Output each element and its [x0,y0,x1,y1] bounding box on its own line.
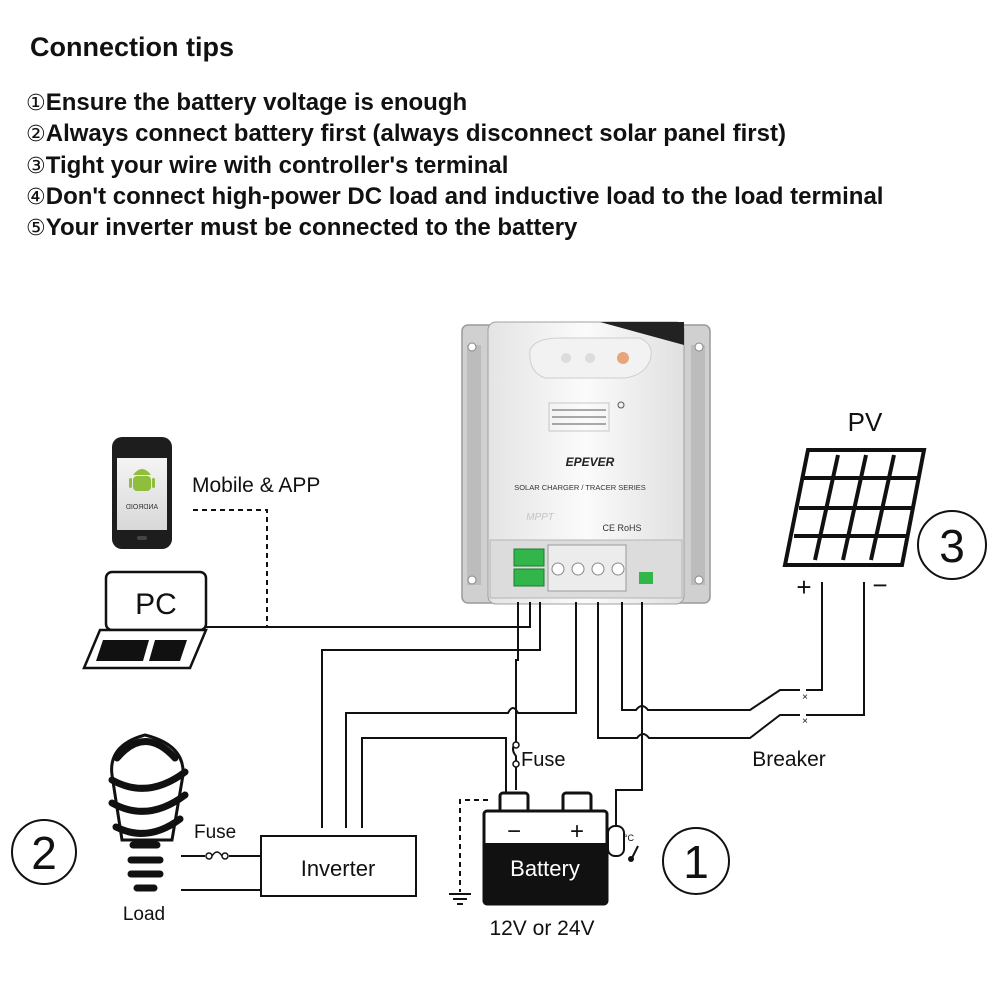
android-wordmark: ANDROID [126,504,158,511]
load-fuse-icon [205,851,229,860]
battery-voltage-label: 12V or 24V [489,917,594,940]
step-marker-1 [662,827,730,895]
step-marker-2 [11,819,77,885]
tip-number: ⑤ [26,216,46,242]
breaker-label: Breaker [752,748,826,771]
inverter-box [260,835,417,897]
tip-item: ④Don't connect high-power DC load and in… [26,181,883,212]
tip-number: ③ [26,153,46,179]
battery-fuse-icon [512,741,520,749]
load-fuse-label: Fuse [194,822,236,843]
pv-minus-sign: − [872,570,887,600]
controller-mppt: MPPT [526,512,555,523]
inverter-positive-wire [345,602,577,828]
laptop-icon [82,570,208,670]
controller-certs: CE RoHS [602,523,641,533]
tip-text: Always connect battery first (always dis… [45,120,786,148]
tip-item: ①Ensure the battery voltage is enough [26,87,883,118]
ground-dashed-wire [459,799,488,892]
battery-fuse-label: Fuse [521,749,565,771]
tip-item: ③Tight your wire with controller's termi… [26,150,883,181]
step-marker-1-label: 1 [683,836,709,888]
breaker-contact-icon: × [802,716,808,727]
pv-positive-wire [621,602,800,711]
pv-plus-sign: + [796,572,811,602]
tip-item: ⑤Your inverter must be connected to the … [26,212,883,243]
step-marker-3-label: 3 [939,520,965,572]
pc-cable [206,602,531,628]
wiring-lines [181,509,865,892]
pv-plus-lead [806,582,823,691]
light-bulb-outline [110,733,185,842]
load-label: Load [123,904,165,925]
pv-label: PV [848,407,883,437]
pc-label: PC [135,588,177,621]
tip-number: ① [26,91,46,116]
breaker-contact-icon: × [802,692,808,703]
solar-charge-controller: EPEVER SOLAR CHARGER / TRACER SERIES MPP… [461,321,711,605]
tip-text: Ensure the battery voltage is enough [45,89,468,116]
tip-text: Don't connect high-power DC load and ind… [45,182,884,210]
page-title: Connection tips [30,32,234,62]
temperature-sensor-icon [607,825,639,862]
battery-positive-sign: + [570,818,584,845]
pv-minus-lead [806,582,865,716]
step-marker-3 [917,510,987,580]
tip-number: ② [26,122,46,148]
temp-sensor-unit: °C [624,833,635,843]
step-marker-2-label: 2 [31,827,57,879]
battery-label: Battery [510,856,580,881]
inverter-negative-wire [361,737,507,828]
battery-negative-sign: − [507,818,521,845]
light-bulb-icon [108,738,189,892]
mobile-dashed-link [193,509,268,627]
ground-symbol [449,893,471,905]
inverter-label: Inverter [301,856,376,881]
controller-brand: EPEVER [566,455,615,469]
tip-number: ④ [26,184,46,210]
mobile-app-label: Mobile & APP [192,474,320,497]
temp-sensor-cable [615,602,643,826]
pv-negative-wire [597,602,800,739]
tip-text: Tight your wire with controller's termin… [45,151,509,179]
controller-series: SOLAR CHARGER / TRACER SERIES [514,483,646,492]
solar-panel-icon [782,448,927,567]
battery-fuse-icon [512,760,520,768]
tip-item: ②Always connect battery first (always di… [26,118,883,149]
inverter-link-cable [321,602,541,828]
mobile-phone-icon: ANDROID [112,437,172,549]
tip-text: Your inverter must be connected to the b… [45,214,578,242]
tips-list: ①Ensure the battery voltage is enough ②A… [26,87,883,243]
battery-icon [482,791,609,906]
